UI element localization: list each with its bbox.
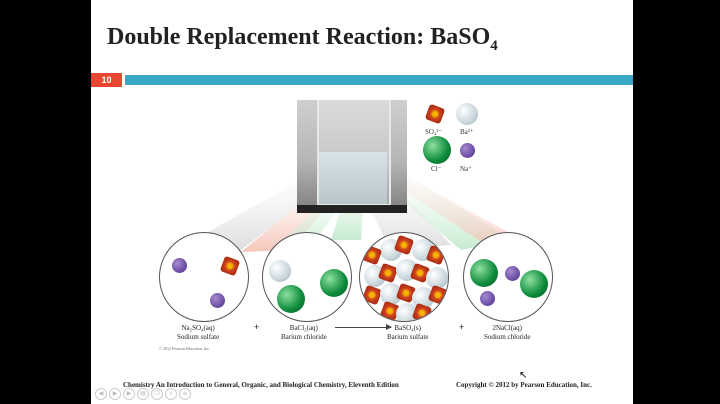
slide-number: 10: [91, 73, 122, 87]
slide: Double Replacement Reaction: BaSO4 10: [91, 0, 633, 404]
legend-barium-label: Ba²⁺: [460, 128, 474, 136]
title-rule: [125, 75, 633, 85]
chloride-ion-icon: [277, 285, 305, 313]
chloride-ion-icon: [320, 269, 348, 297]
sulfate-ion-icon: [219, 255, 241, 277]
legend-sodium-label: Na⁺: [460, 165, 472, 173]
reaction-arrow: [335, 324, 392, 330]
sodium-ion-icon: [480, 291, 495, 306]
footer-book-title: Chemistry An Introduction to General, Or…: [123, 381, 399, 389]
barium-chloride-circle: [262, 232, 352, 322]
reactant1-caption: Na₂SO₄(aq) Sodium sulfate: [177, 324, 219, 342]
reactant2-formula: BaCl₂(aq): [289, 324, 318, 332]
barium-ion-icon: [380, 283, 402, 305]
mouse-cursor-icon: ↖: [519, 370, 528, 381]
product1-caption: BaSO₄(s) Barium sulfate: [387, 324, 428, 342]
beaker-base: [297, 205, 407, 213]
sodium-ion-icon: [210, 293, 225, 308]
sodium-ion-icon: [505, 266, 520, 281]
legend-sulfate-label: SO₄²⁻: [425, 128, 443, 136]
forward-icon[interactable]: ▶: [123, 388, 135, 400]
copy-icon[interactable]: ❐: [151, 388, 163, 400]
figure-copyright: © 2012 Pearson Education, Inc.: [159, 346, 211, 351]
sodium-ion-icon: [172, 258, 187, 273]
sodium-chloride-circle: [463, 232, 553, 322]
beaker-photo: [297, 100, 407, 213]
product2-formula: 2NaCl(aq): [492, 324, 522, 332]
chloride-ion-icon: [470, 259, 498, 287]
sodium-sulfate-circle: [159, 232, 249, 322]
slide-number-bar: 10: [91, 73, 633, 87]
product1-formula: BaSO₄(s): [394, 324, 421, 332]
reactant2-name: Barium chloride: [281, 333, 327, 341]
reactant2-caption: BaCl₂(aq) Barium chloride: [281, 324, 327, 342]
list-icon[interactable]: ≡: [179, 388, 191, 400]
footer-copyright: Copyright © 2012 by Pearson Education, I…: [456, 381, 592, 389]
plus-sign: +: [254, 322, 260, 332]
barium-ion-icon: [426, 267, 448, 289]
reactant1-name: Sodium sulfate: [177, 333, 220, 341]
search-icon[interactable]: ⌕: [165, 388, 177, 400]
product1-name: Barium sulfate: [387, 333, 429, 341]
slide-player-controls: ◀ ▶ ▶ ▤ ❐ ⌕ ≡: [95, 388, 191, 400]
plus-sign: +: [459, 322, 465, 332]
product2-name: Sodium chloride: [484, 333, 531, 341]
legend-chloride-label: Cl⁻: [431, 165, 442, 173]
chloride-ion-icon: [520, 270, 548, 298]
slide-title: Double Replacement Reaction: BaSO4: [107, 24, 498, 54]
sodium-ion-icon: [460, 143, 475, 158]
reactant1-formula: Na₂SO₄(aq): [181, 324, 215, 332]
barium-ion-icon: [269, 260, 291, 282]
beaker-liquid: [319, 152, 387, 204]
chloride-ion-icon: [423, 136, 451, 164]
play-icon[interactable]: ▶: [109, 388, 121, 400]
product2-caption: 2NaCl(aq) Sodium chloride: [484, 324, 530, 342]
barium-sulfate-circle: [359, 232, 449, 322]
barium-ion-icon: [456, 103, 478, 125]
pages-icon[interactable]: ▤: [137, 388, 149, 400]
back-icon[interactable]: ◀: [95, 388, 107, 400]
